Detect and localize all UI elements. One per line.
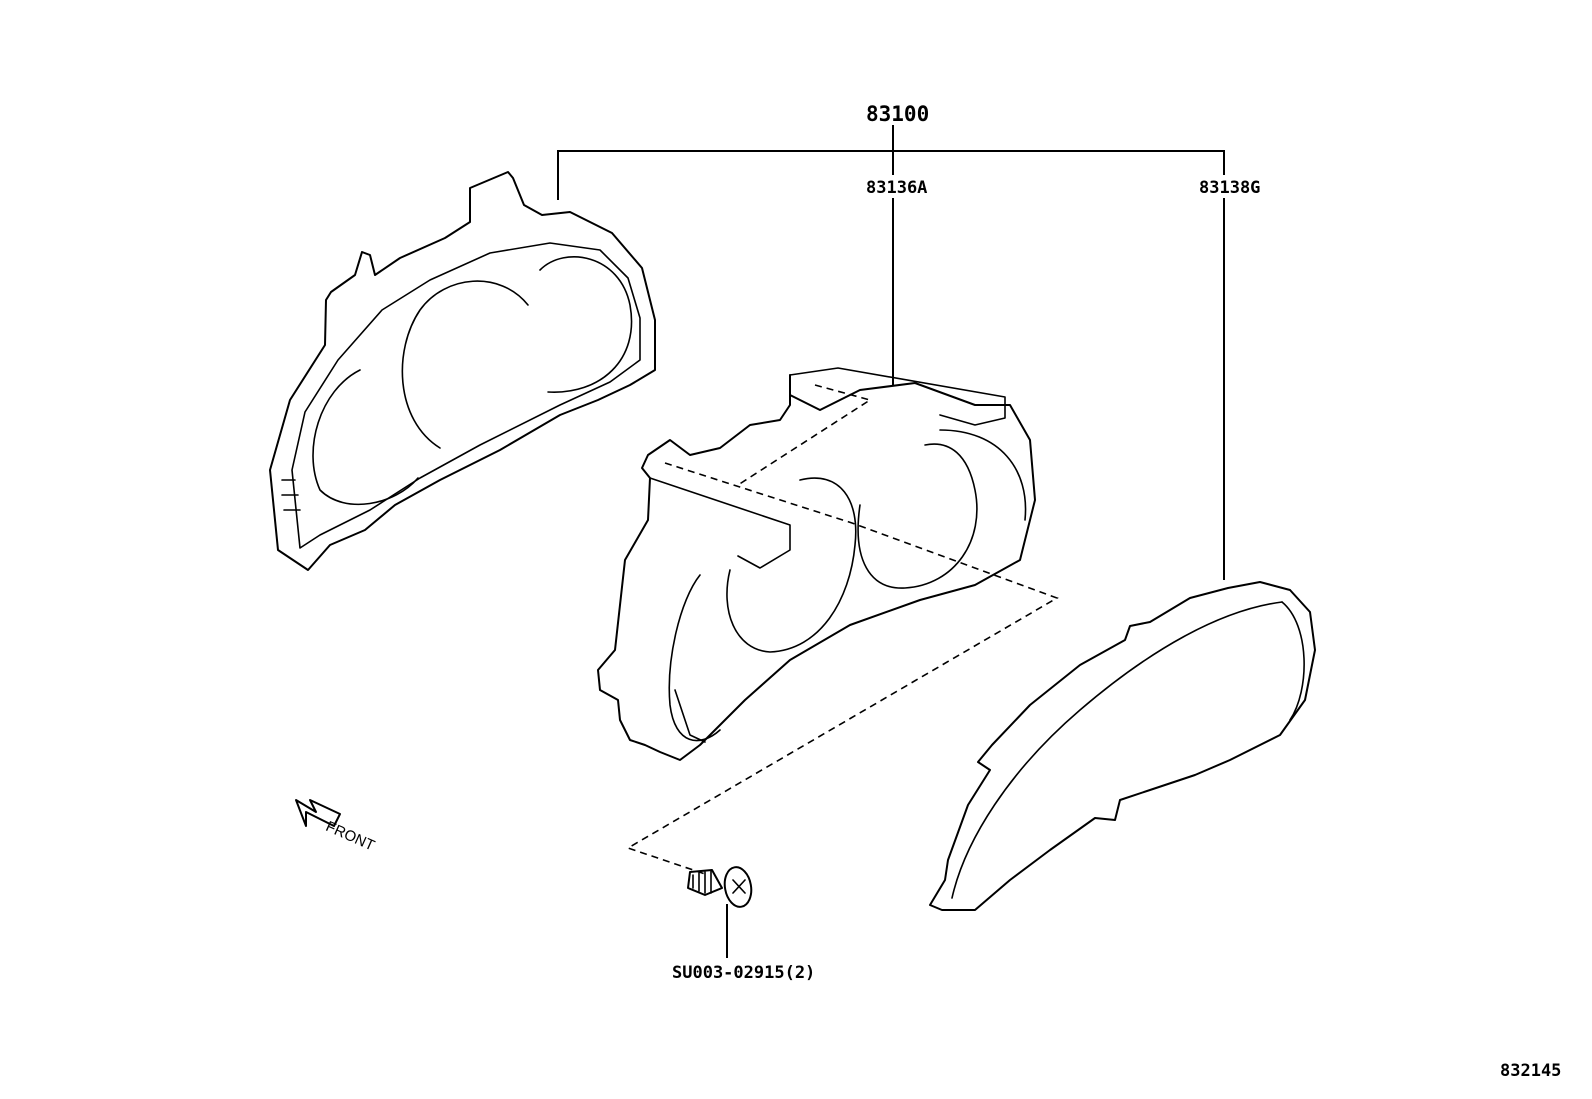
callout-screw: SU003-02915(2) <box>672 963 816 983</box>
callout-case: 83136A <box>866 178 928 198</box>
illustration-number: 832145 <box>1500 1061 1562 1081</box>
meter-glass-drawing <box>929 581 1316 911</box>
meter-panel-drawing <box>269 171 656 571</box>
leader-lines <box>557 125 1225 958</box>
leader-bracket <box>557 150 1225 200</box>
front-arrow-icon <box>295 799 341 827</box>
alignment-lines <box>626 384 1059 876</box>
callout-glass: 83138G <box>1199 178 1261 198</box>
callout-assembly: 83100 <box>866 102 930 126</box>
screw-drawing <box>687 866 753 908</box>
meter-case-drawing <box>597 367 1036 761</box>
